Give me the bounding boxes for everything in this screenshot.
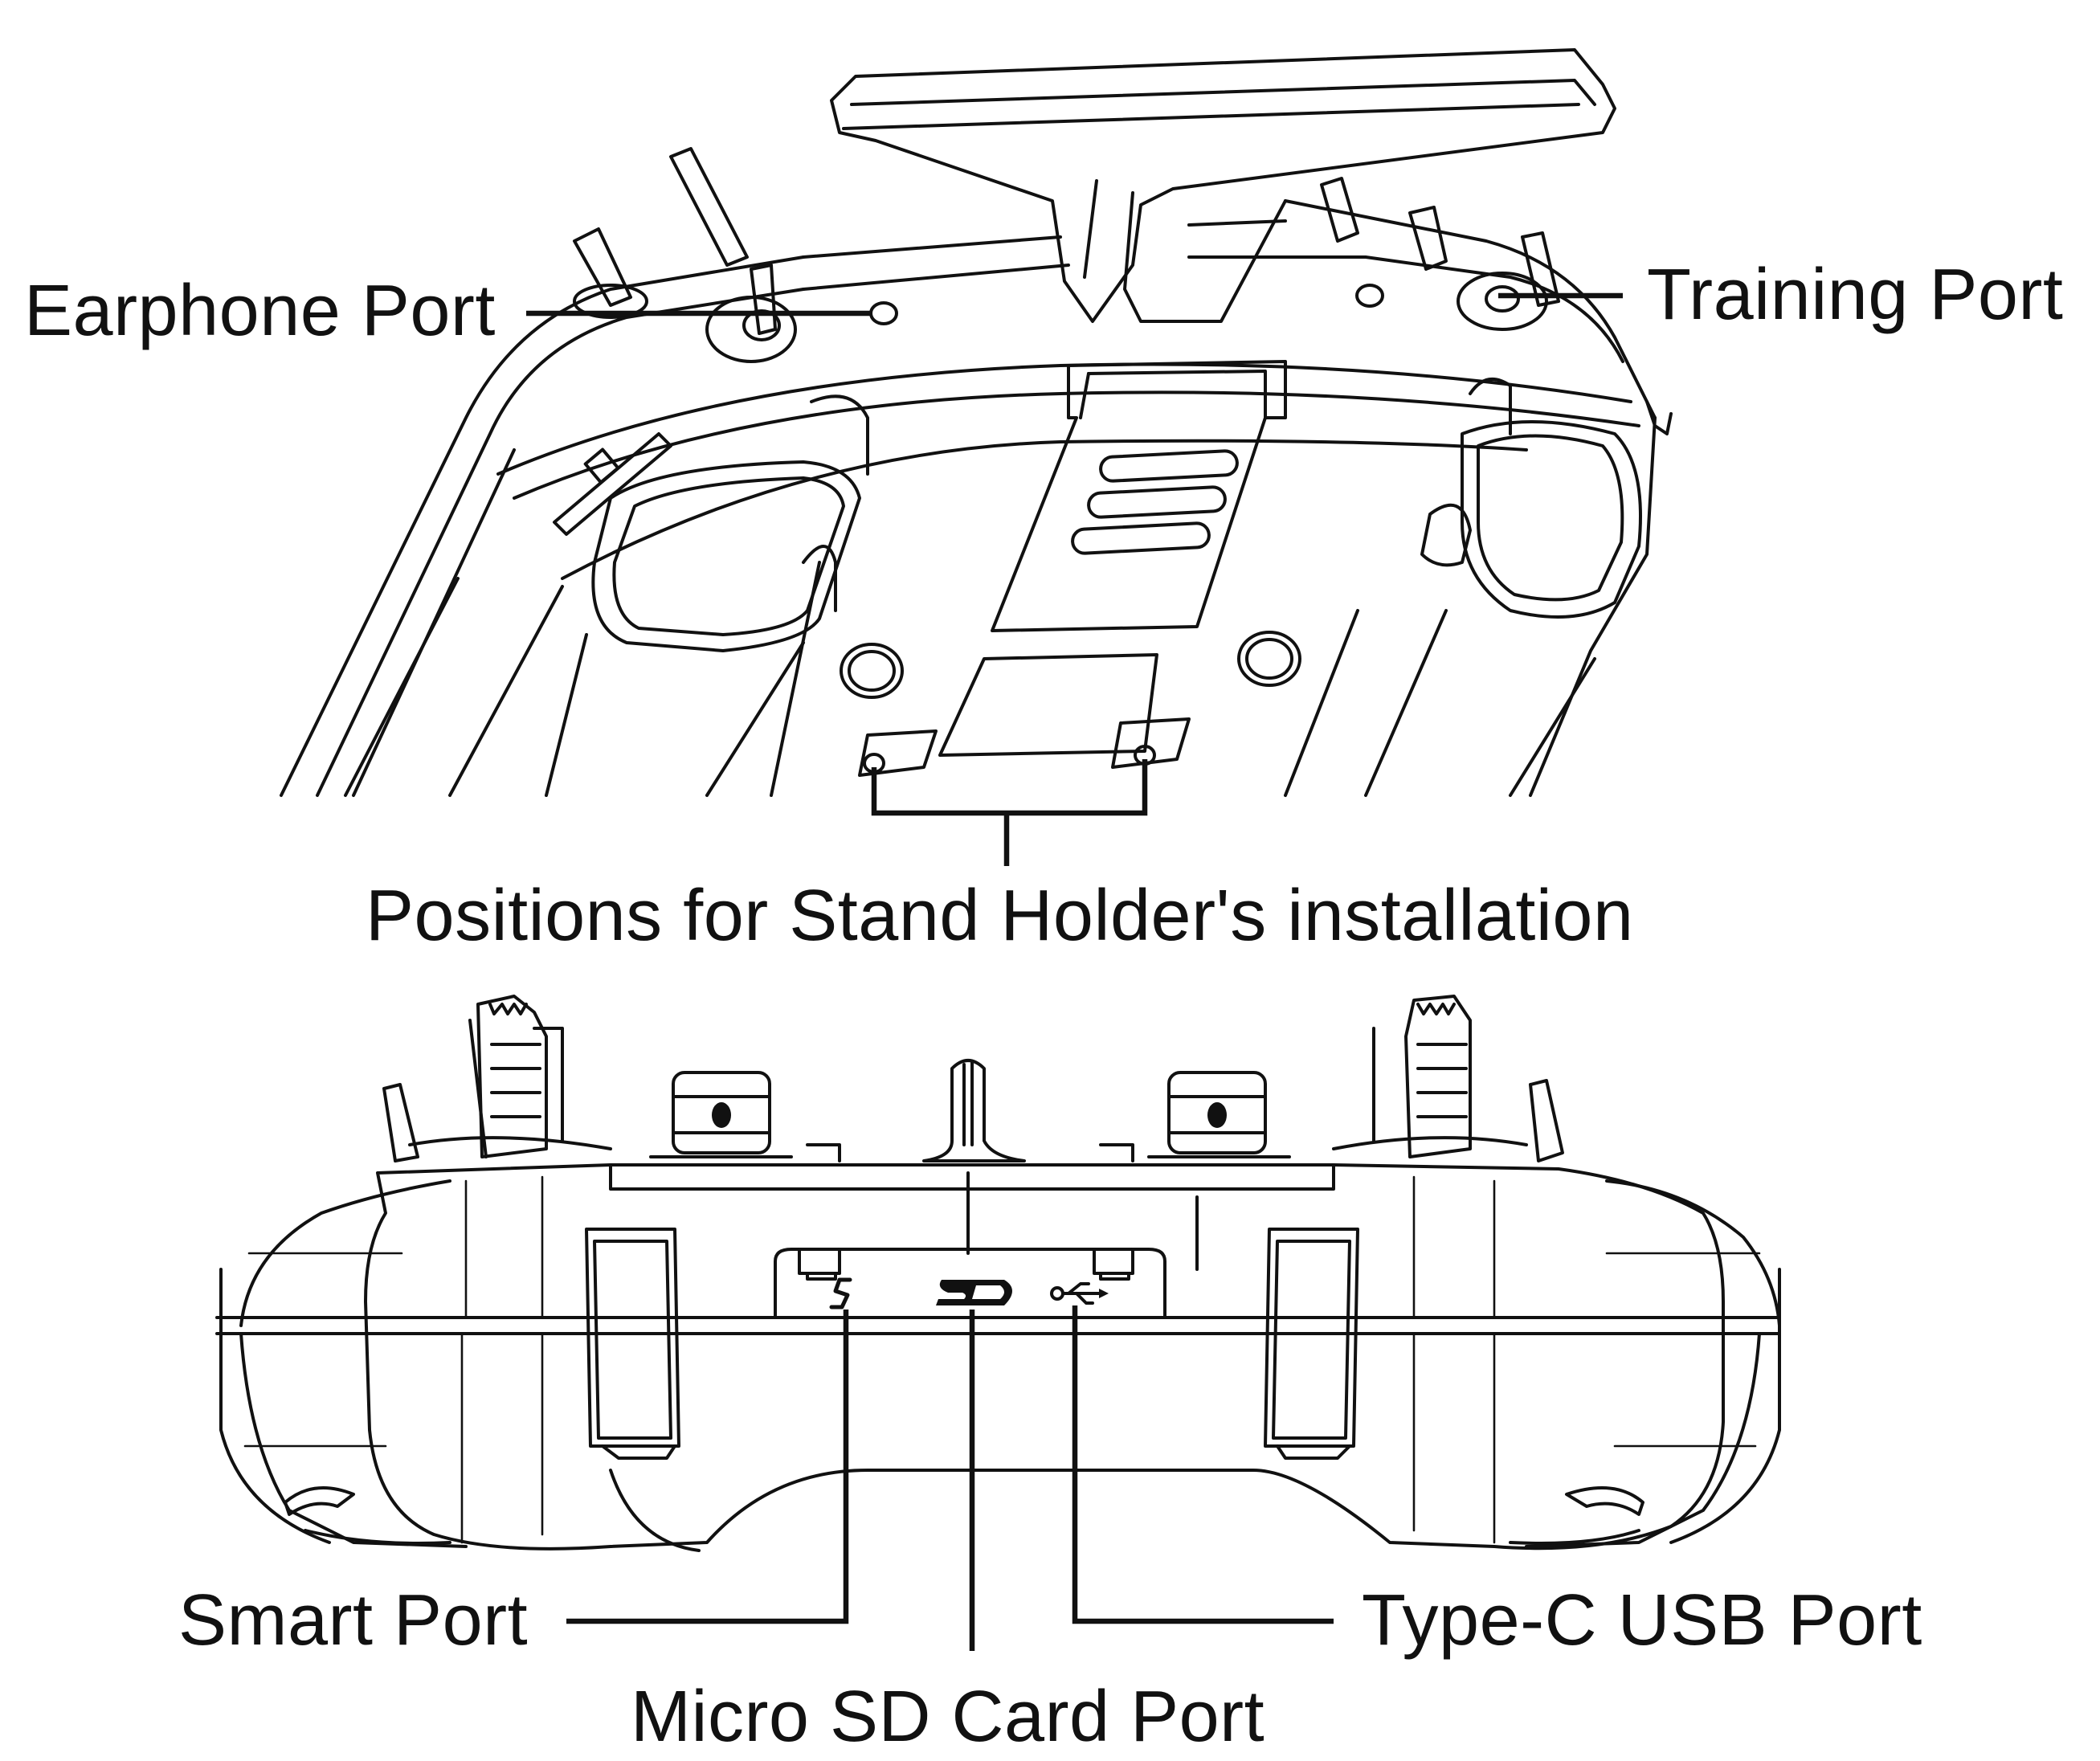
left-grip-pad <box>591 394 869 652</box>
left-side-slider <box>553 432 672 536</box>
type-c-usb-port-label: Type-C USB Port <box>1362 1580 1922 1661</box>
stand-holder-plate <box>991 360 1287 632</box>
right-side-toggle <box>1529 1079 1564 1162</box>
smart-port-label: Smart Port <box>178 1580 529 1661</box>
right-gimbal-knob <box>1372 995 1472 1158</box>
left-mid-knob <box>649 1071 793 1158</box>
controller-body-outline <box>280 199 1657 797</box>
usb-symbol-icon <box>1050 1282 1109 1305</box>
right-grip-pad <box>1420 378 1642 619</box>
stand-holder-label: Positions for Stand Holder's installatio… <box>366 876 1634 956</box>
top-switches-left <box>573 147 797 363</box>
left-side-toggle <box>382 1083 419 1162</box>
right-foot-bump <box>1237 631 1301 687</box>
carry-handle <box>830 48 1616 323</box>
battery-label-area <box>938 653 1158 757</box>
port-panel <box>774 1248 1166 1319</box>
right-shoulder-button <box>1264 1228 1359 1460</box>
sd-card-logo-icon <box>936 1280 1012 1305</box>
smart-port-leader-line <box>566 1310 849 1624</box>
controller-front-body <box>215 1163 1781 1552</box>
left-foot-bump <box>840 643 904 699</box>
center-antenna-stub <box>922 1059 1026 1162</box>
stand-holder-bracket <box>871 759 1148 866</box>
smart-port-s-icon <box>829 1277 852 1310</box>
left-gimbal-knob <box>468 995 564 1158</box>
right-mid-knob <box>1147 1071 1291 1158</box>
training-port-label: Training Port <box>1647 255 2064 335</box>
usb-port-leader-line <box>1072 1305 1334 1624</box>
top-switches-right <box>1320 177 1560 331</box>
earphone-port-label: Earphone Port <box>24 271 496 351</box>
micro-sd-port-label: Micro SD Card Port <box>631 1677 1265 1757</box>
training-port-hole <box>1355 284 1384 308</box>
left-shoulder-button <box>585 1228 680 1460</box>
